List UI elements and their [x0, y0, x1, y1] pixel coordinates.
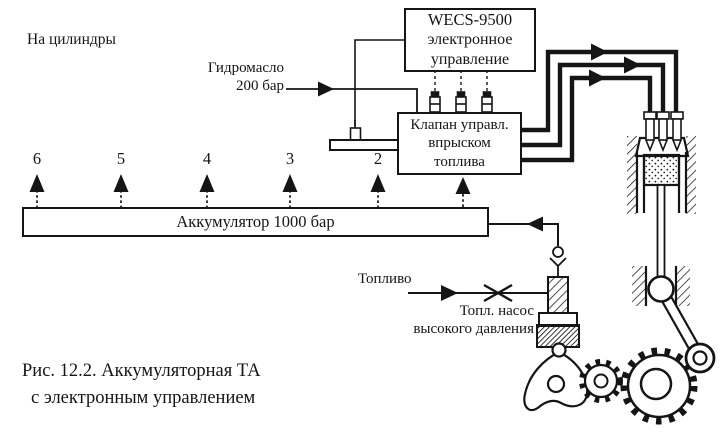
high-pressure-pipes [520, 43, 679, 163]
label-fuel-pump-line2: высокого давления [413, 321, 534, 337]
large-gear [620, 347, 698, 425]
engine-cylinder [627, 111, 696, 278]
ecu-box-line2: электронное [427, 31, 513, 49]
shutoff-valve-icon [483, 283, 513, 303]
solenoid-connectors [429, 91, 493, 113]
figure-caption-line2: с электронным управлением [31, 388, 256, 408]
accumulator-box: Аккумулятор 1000 бар [22, 207, 489, 237]
hydraulic-oil-line [286, 81, 418, 112]
ecu-box: WECS-9500 электронное управление [404, 8, 536, 72]
connecting-rod [655, 284, 716, 374]
fuel-line [408, 285, 548, 301]
cylinder-number-3: 3 [285, 149, 295, 168]
label-hydraulic-oil-pressure: 200 бар [235, 78, 284, 94]
accumulator-arrows [29, 174, 471, 207]
cylinder-number-5: 5 [116, 149, 126, 168]
gears [579, 347, 698, 425]
valve-box-line3: топлива [434, 153, 485, 170]
label-to-cylinders: На цилиндры [27, 31, 116, 48]
label-fuel-pump-line1: Топл. насос [459, 303, 534, 319]
accumulator-feed-line [485, 216, 559, 246]
cylinder-number-4: 4 [202, 149, 212, 168]
ecu-box-line3: управление [430, 51, 510, 69]
fuel-pump [536, 276, 580, 348]
ecu-box-title: WECS-9500 [427, 9, 513, 29]
solenoid-wires [434, 70, 488, 92]
cam [523, 342, 589, 412]
ecu-link-line [329, 39, 404, 151]
label-hydraulic-oil: Гидромасло [207, 60, 284, 76]
cylinder-number-2: 2 [373, 149, 383, 168]
check-valve-icon [549, 246, 567, 278]
small-gear [579, 359, 623, 403]
figure-caption-line1: Рис. 12.2. Аккумуляторная ТА [22, 361, 261, 381]
piston [642, 153, 681, 278]
cylinder-number-6: 6 [32, 149, 42, 168]
crosshead [632, 266, 690, 306]
injection-control-valve-box: Клапан управл. впрыском топлива [397, 112, 522, 175]
accumulator-label: Аккумулятор 1000 бар [176, 211, 335, 231]
label-fuel: Топливо [358, 271, 412, 287]
valve-box-line2: впрыском [428, 135, 491, 152]
valve-box-line1: Клапан управл. [410, 116, 509, 133]
injectors [643, 111, 684, 153]
